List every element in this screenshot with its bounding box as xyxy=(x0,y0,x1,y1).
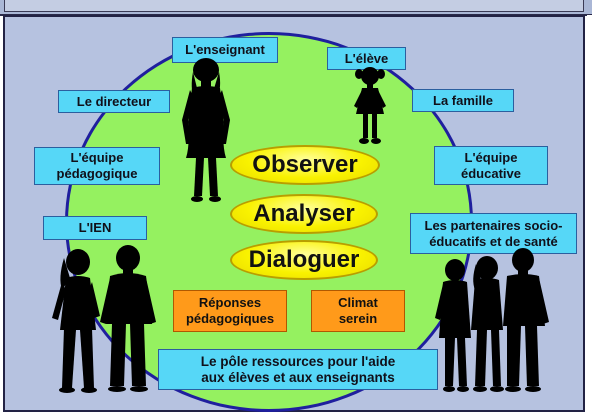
label-famille: La famille xyxy=(412,89,514,112)
label-pole-ressources: Le pôle ressources pour l'aide aux élève… xyxy=(158,349,438,390)
label-equipe-educative: L'équipe éducative xyxy=(434,146,548,185)
label-partenaires: Les partenaires socio- éducatifs et de s… xyxy=(410,213,577,254)
three-people-silhouette-icon xyxy=(435,248,549,392)
woman-silhouette-icon xyxy=(182,58,230,202)
top-frame-bar xyxy=(0,0,592,16)
label-equipe-pedagogique: L'équipe pédagogique xyxy=(34,147,160,185)
girl-silhouette-icon xyxy=(354,67,386,144)
label-eleve: L'élève xyxy=(327,47,406,70)
two-people-silhouette-icon xyxy=(52,245,156,393)
label-ien: L'IEN xyxy=(43,216,147,240)
outcome-reponses: Réponses pédagogiques xyxy=(173,290,287,332)
verb-dialoguer: Dialoguer xyxy=(230,240,378,280)
outcome-climat: Climat serein xyxy=(311,290,405,332)
label-enseignant: L'enseignant xyxy=(172,37,278,63)
verb-observer: Observer xyxy=(230,145,380,185)
label-directeur: Le directeur xyxy=(58,90,170,113)
verb-analyser: Analyser xyxy=(230,194,378,234)
panel-right-margin xyxy=(587,15,592,412)
